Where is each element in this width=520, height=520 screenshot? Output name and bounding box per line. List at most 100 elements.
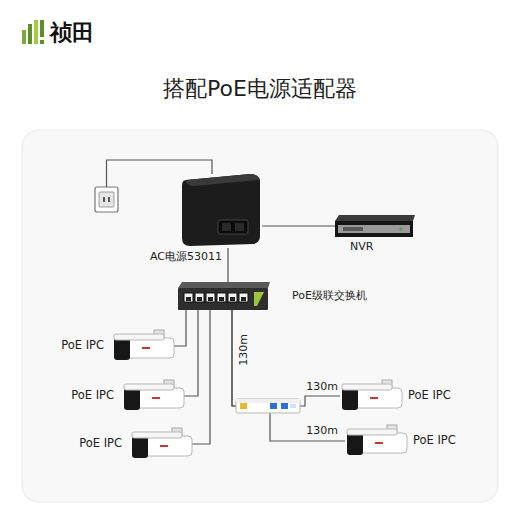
device-label: PoE IPC	[61, 339, 104, 353]
graphic-part	[335, 215, 415, 221]
graphic-part	[359, 433, 407, 453]
graphic-part	[197, 297, 202, 301]
graphic-part	[124, 388, 140, 410]
sw-icon	[178, 282, 270, 310]
device-label: PoE IPC	[413, 434, 456, 448]
cam-icon	[340, 380, 402, 412]
graphic-part	[178, 288, 268, 310]
cam-icon	[130, 428, 192, 460]
graphic-part	[342, 384, 392, 390]
graphic-part	[235, 223, 244, 231]
graphic-part	[399, 227, 402, 230]
network-cable	[184, 310, 198, 396]
network-cable	[262, 225, 335, 226]
graphic-part	[28, 24, 32, 44]
graphic-part	[99, 192, 114, 207]
graphic-part	[186, 297, 191, 301]
ip-camera: PoE IPC	[130, 428, 192, 460]
ip-camera: PoE IPC	[122, 380, 184, 412]
graphic-part	[206, 293, 215, 302]
graphic-part	[347, 429, 397, 435]
ip-camera: PoE IPC	[340, 380, 402, 412]
device-label: PoE IPC	[79, 437, 122, 451]
network-cable	[174, 310, 186, 346]
ip-camera: PoE IPC	[112, 330, 174, 362]
device-label: NVR	[350, 240, 373, 253]
nvr-recorder: NVR	[335, 215, 415, 237]
graphic-part	[240, 403, 247, 409]
graphic-part	[228, 293, 237, 302]
graphic-part	[335, 221, 413, 237]
graphic-part	[114, 334, 164, 340]
graphic-part	[241, 297, 246, 301]
graphic-part	[281, 403, 288, 409]
logo-icon	[22, 20, 44, 44]
network-cable	[192, 310, 210, 444]
panel	[22, 130, 498, 502]
graphic-part	[354, 388, 402, 408]
graphic-part	[184, 293, 193, 302]
device-label: PoE级联交换机	[292, 289, 367, 302]
graphic-part	[103, 197, 105, 202]
graphic-part	[186, 174, 260, 186]
graphic-part	[217, 293, 226, 302]
graphic-part	[114, 338, 130, 360]
cable-length: 130m	[306, 424, 338, 437]
graphic-part	[239, 293, 248, 302]
graphic-part	[132, 432, 182, 438]
nvr-icon	[335, 215, 415, 237]
graphic-part	[195, 293, 204, 302]
graphic-part	[236, 399, 300, 413]
graphic-part	[370, 397, 378, 399]
graphic-part	[160, 445, 168, 447]
device-label: PoE IPC	[71, 389, 114, 403]
graphic-part	[338, 225, 410, 233]
cam-icon	[112, 330, 174, 362]
graphic-part	[222, 223, 231, 231]
graphic-part	[290, 404, 296, 408]
cable-length: 130m	[237, 334, 250, 366]
diagram-title: 搭配PoE电源适配器	[0, 76, 520, 102]
graphic-part	[126, 338, 174, 358]
graphic-part	[124, 384, 174, 390]
cam-icon	[345, 425, 407, 457]
network-cable	[227, 248, 228, 282]
graphic-part	[342, 388, 358, 410]
ip-camera: PoE IPC	[345, 425, 407, 457]
graphic-part	[218, 220, 248, 234]
graphic-part	[375, 442, 383, 444]
device-label: AC电源53011	[150, 250, 222, 263]
poe-switch: PoE级联交换机	[178, 282, 270, 310]
power-adapter: AC电源53011	[180, 170, 262, 248]
graphic-part	[144, 436, 192, 456]
graphic-part	[136, 388, 184, 408]
graphic-part	[132, 436, 148, 458]
graphic-part	[219, 297, 224, 301]
wall-socket	[95, 187, 118, 212]
network-cable	[232, 310, 345, 441]
graphic-part	[95, 187, 118, 212]
graphic-part	[236, 399, 300, 403]
network-cable	[232, 310, 340, 406]
graphic-part	[347, 433, 363, 455]
graphic-part	[34, 20, 38, 44]
graphic-part	[182, 174, 260, 246]
graphic-part	[142, 347, 150, 349]
graphic-part	[108, 197, 110, 202]
brand-name: 祯田	[50, 20, 94, 46]
device-label: PoE IPC	[408, 389, 451, 403]
adapter-icon	[180, 170, 262, 248]
cam-icon	[122, 380, 184, 412]
cable-length: 130m	[306, 380, 338, 393]
graphic-part	[152, 397, 160, 399]
graphic-part	[343, 227, 363, 231]
graphic-part	[178, 282, 270, 288]
graphic-part	[270, 403, 277, 409]
graphic-part	[22, 30, 26, 44]
poe-extender	[236, 399, 300, 413]
graphic-part	[230, 297, 235, 301]
graphic-part	[254, 292, 264, 306]
graphic-part	[208, 297, 213, 301]
graphic-part	[40, 40, 44, 44]
